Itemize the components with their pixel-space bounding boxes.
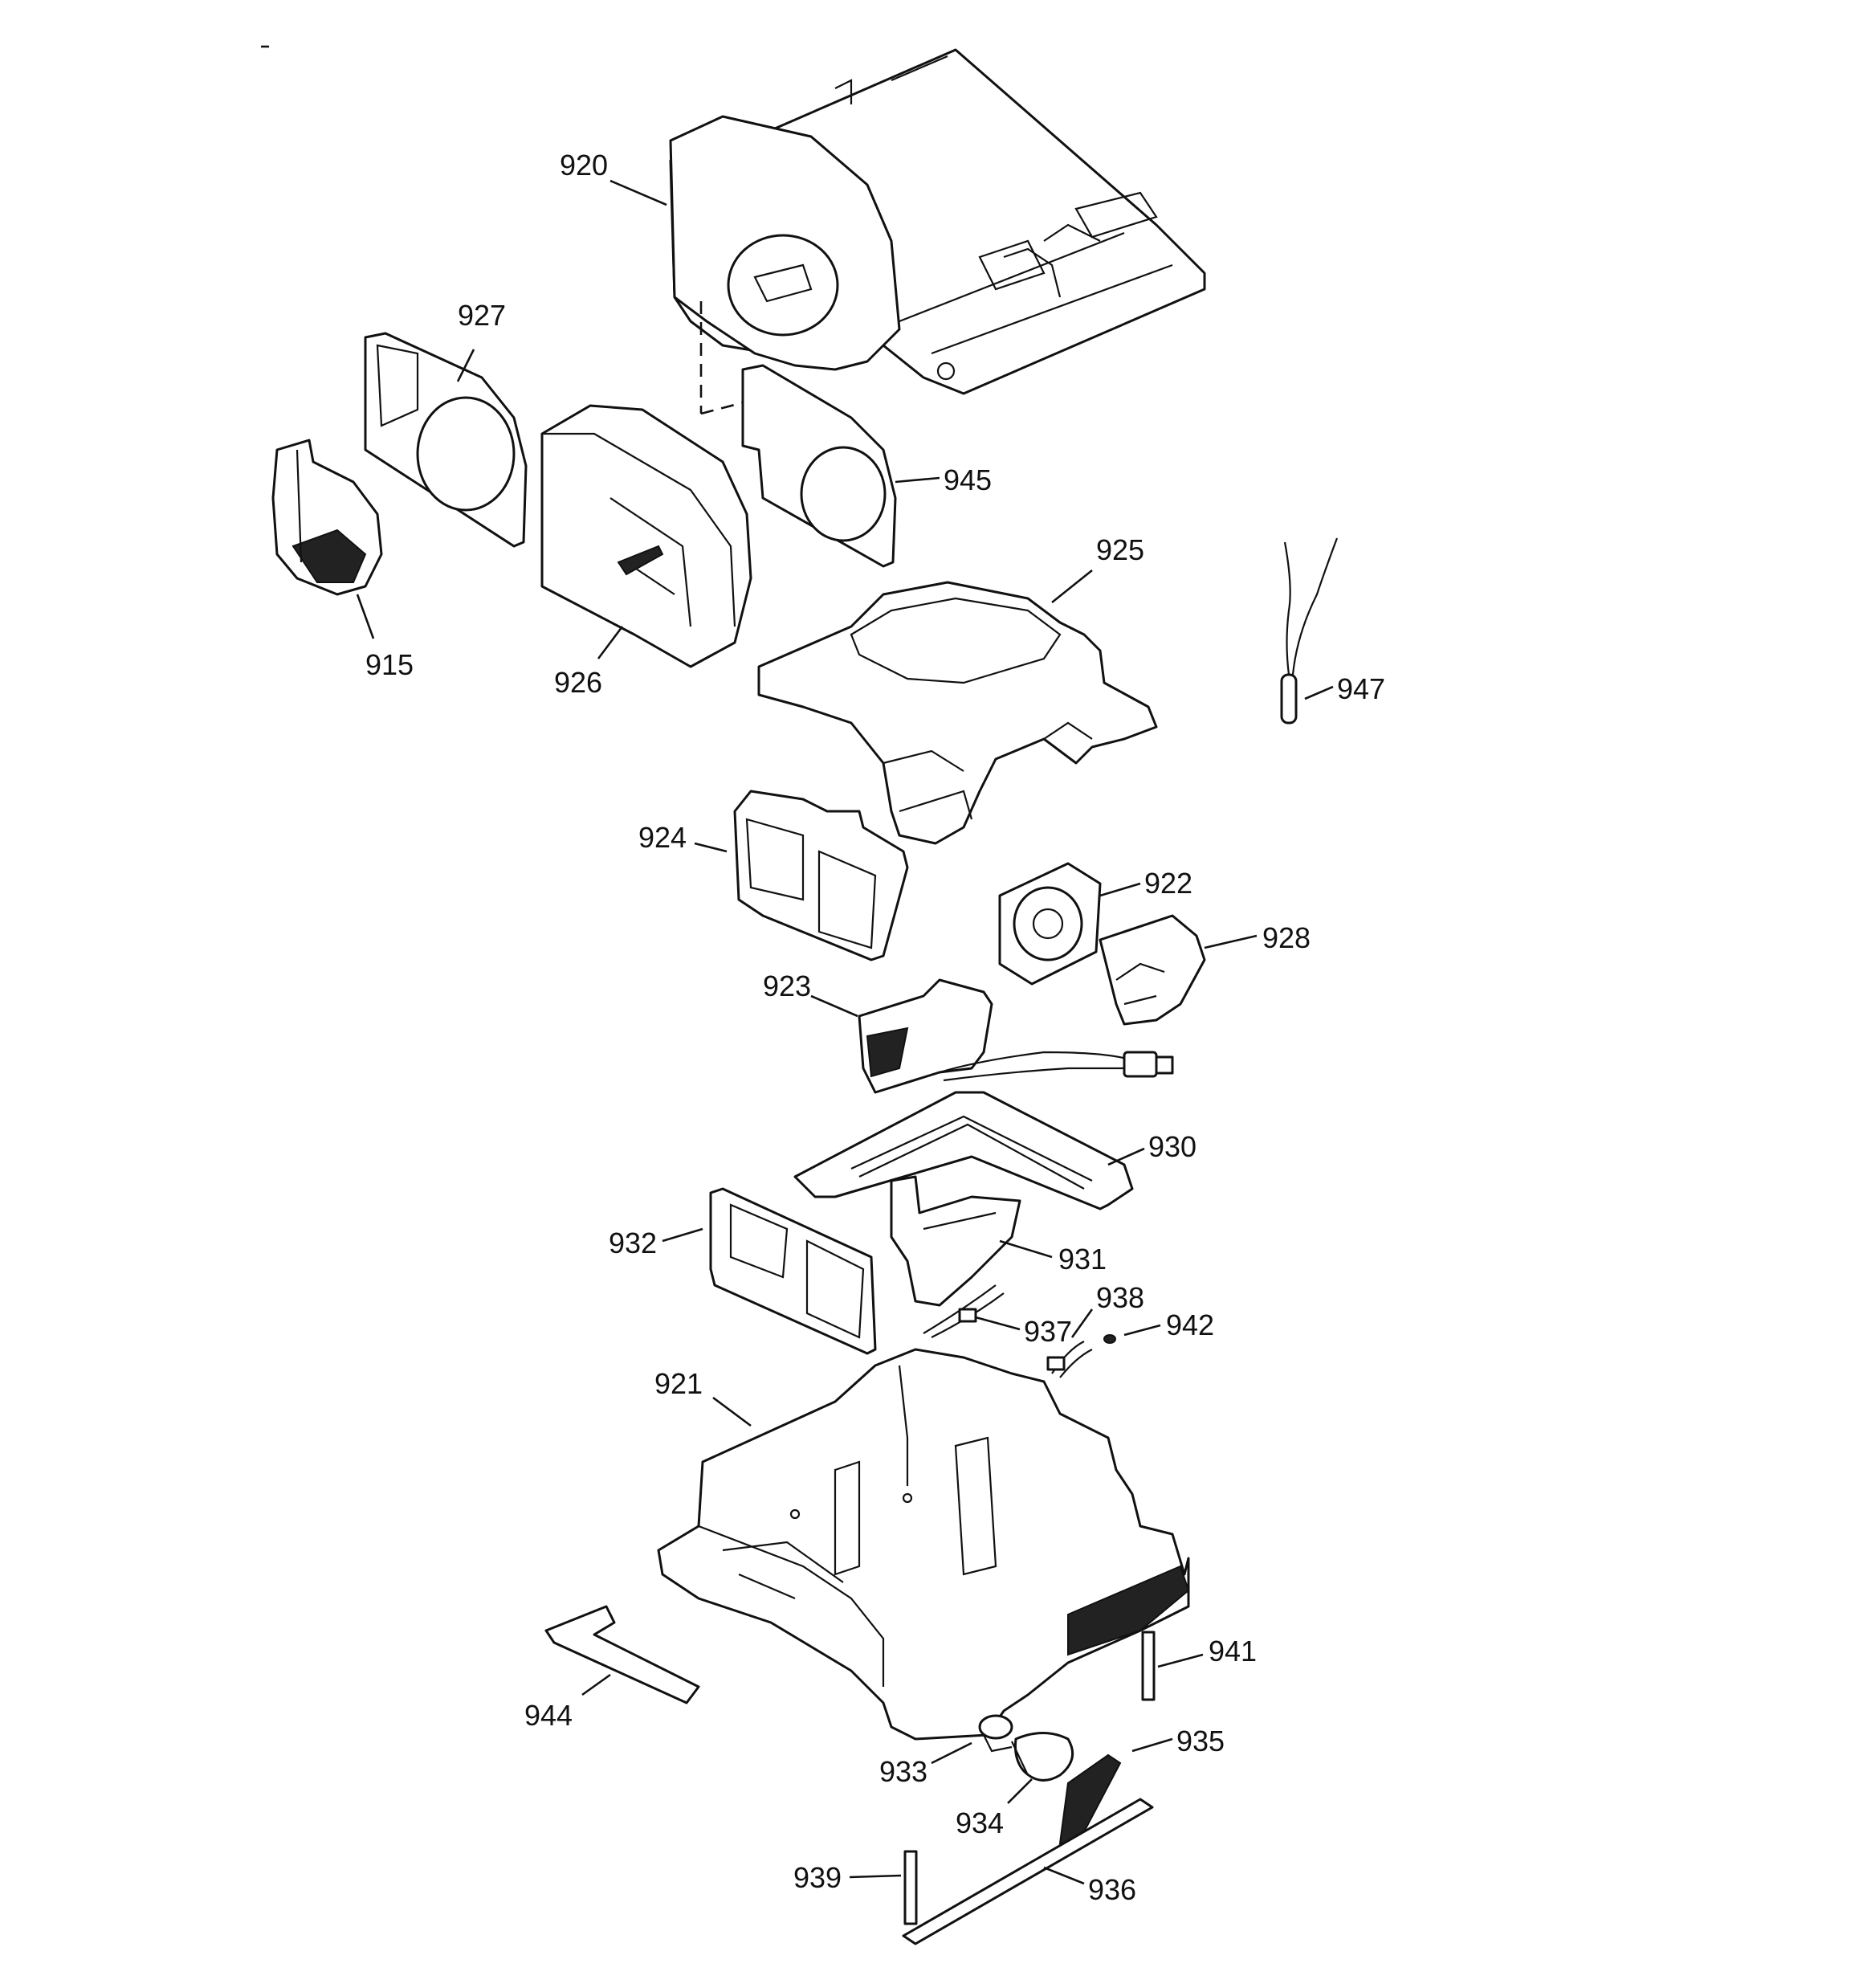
- callout-933: 933: [879, 1755, 927, 1788]
- callout-930: 930: [1148, 1130, 1196, 1163]
- part-936-rail: [902, 1798, 1154, 1945]
- part-934-bulb: [1011, 1732, 1074, 1782]
- leader-935: [1131, 1737, 1173, 1753]
- leader-936: [1043, 1866, 1085, 1885]
- leader-939: [849, 1874, 902, 1879]
- part-925-cover: [757, 581, 1158, 845]
- part-931-duct: [890, 1175, 1021, 1307]
- callout-947: 947: [1337, 672, 1385, 705]
- leader-921: [712, 1396, 752, 1427]
- callout-939: 939: [793, 1861, 842, 1894]
- leader-937: [975, 1316, 1021, 1331]
- part-942-fastener: [1103, 1334, 1116, 1344]
- leader-931: [999, 1239, 1053, 1259]
- callout-934: 934: [956, 1806, 1004, 1839]
- leader-920: [609, 179, 667, 206]
- leader-941: [1157, 1653, 1204, 1668]
- leader-945: [895, 476, 940, 484]
- leader-930: [1107, 1147, 1145, 1166]
- callout-941: 941: [1209, 1635, 1257, 1668]
- leader-915: [356, 594, 375, 639]
- callout-924: 924: [638, 821, 687, 854]
- leader-927: [456, 349, 475, 382]
- callout-915: 915: [365, 648, 414, 681]
- callout-922: 922: [1144, 867, 1192, 900]
- callout-925: 925: [1096, 533, 1144, 566]
- leader-922: [1099, 882, 1141, 897]
- callout-921: 921: [654, 1367, 703, 1400]
- leader-942: [1123, 1324, 1161, 1337]
- leader-944: [581, 1673, 611, 1696]
- part-937-connector: [923, 1284, 1005, 1338]
- part-927-gasket: [364, 332, 528, 548]
- part-933-socket: [978, 1714, 1013, 1753]
- leader-933: [931, 1741, 972, 1765]
- part-924-duct: [733, 790, 909, 961]
- leader-923: [810, 994, 858, 1018]
- part-944-trim: [544, 1605, 700, 1704]
- callout-935: 935: [1176, 1725, 1225, 1757]
- part-923-duct: [858, 978, 1174, 1094]
- part-947-thermistor: [1280, 537, 1339, 725]
- leader-938: [1070, 1308, 1094, 1338]
- callout-942: 942: [1166, 1308, 1214, 1341]
- leader-934: [1007, 1778, 1033, 1804]
- callout-926: 926: [554, 666, 602, 699]
- leader-947: [1304, 685, 1334, 700]
- part-920-ice-maker-housing: [669, 48, 1206, 395]
- leader-925: [1051, 569, 1093, 604]
- part-921-housing: [657, 1348, 1190, 1741]
- dashed-alignment-line-2: [700, 400, 748, 415]
- part-928-bracket: [1099, 914, 1206, 1026]
- callout-927: 927: [458, 299, 506, 332]
- part-935-grille: [1058, 1753, 1122, 1845]
- callout-938: 938: [1096, 1281, 1144, 1314]
- callout-936: 936: [1088, 1873, 1136, 1906]
- part-945-gasket: [741, 364, 897, 568]
- part-926-duct: [540, 404, 752, 668]
- leader-926: [597, 626, 624, 659]
- part-939-strip: [903, 1850, 918, 1925]
- callout-923: 923: [763, 970, 811, 1002]
- part-915-grille: [271, 439, 383, 596]
- callout-928: 928: [1262, 921, 1311, 954]
- callout-932: 932: [609, 1227, 657, 1259]
- part-941-strip: [1141, 1631, 1156, 1701]
- part-932-gasket: [709, 1187, 877, 1355]
- part-922-fan: [998, 862, 1102, 986]
- leader-924: [694, 842, 728, 853]
- leader-928: [1204, 934, 1258, 949]
- leader-932: [662, 1227, 703, 1243]
- callout-944: 944: [524, 1699, 573, 1732]
- callout-945: 945: [944, 463, 992, 496]
- callout-931: 931: [1058, 1243, 1107, 1276]
- part-938-connector: [1046, 1341, 1093, 1378]
- callout-937: 937: [1024, 1315, 1072, 1348]
- part-930-heater-plate: [793, 1091, 1134, 1210]
- callout-920: 920: [560, 149, 608, 182]
